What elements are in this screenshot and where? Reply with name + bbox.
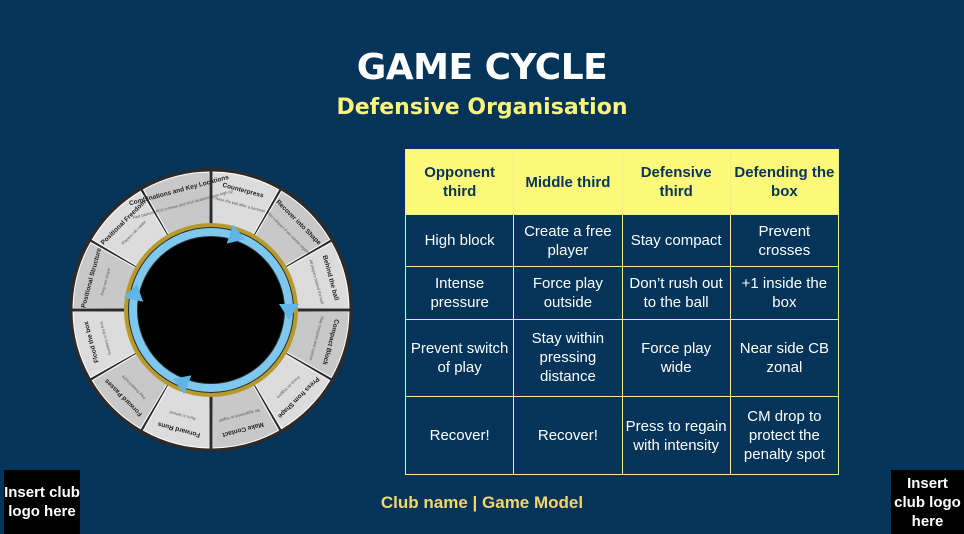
table-cell: Near side CB zonal: [729, 318, 840, 398]
table-header-row: Opponent third Middle third Defensive th…: [404, 149, 840, 215]
table-row: High block Create a free player Stay com…: [404, 213, 840, 268]
logo-placeholder-text: Insert club logo here: [894, 474, 961, 530]
table-cell: Force play outside: [513, 266, 623, 320]
table-cell: CM drop to protect the penalty spot: [729, 396, 840, 475]
table-cell: Prevent crosses: [729, 213, 840, 268]
cycle-arrow-icon: [226, 224, 246, 244]
table-cell: Press to regain with intensity: [621, 396, 731, 475]
logo-placeholder-text: Insert club logo here: [4, 484, 80, 520]
header-opponent-third: Opponent third: [404, 149, 515, 215]
defensive-organisation-table: Opponent third Middle third Defensive th…: [404, 149, 840, 475]
header-middle-third: Middle third: [513, 149, 623, 215]
table-cell: Recover!: [404, 396, 515, 475]
page-subtitle: Defensive Organisation: [336, 95, 628, 120]
table-cell: Don’t rush out to the ball: [621, 266, 731, 320]
table-cell: Intense pressure: [404, 266, 515, 320]
cycle-arrow-icon: [172, 375, 192, 394]
table-row: Recover! Recover! Press to regain with i…: [404, 396, 840, 475]
header-defending-box: Defending the box: [729, 149, 840, 215]
wheel-center: [138, 237, 284, 383]
table-cell: Prevent switch of play: [404, 318, 515, 398]
table-cell: Force play wide: [621, 318, 731, 398]
footer-club-game-model: Club name | Game Model: [380, 493, 584, 512]
page-title: GAME CYCLE: [356, 47, 608, 88]
cycle-arrow-icon: [123, 284, 144, 302]
wheel-gold-ring: [124, 223, 298, 397]
table-cell: Stay compact: [621, 213, 731, 268]
table-cell: Stay within pressing distance: [513, 318, 623, 398]
table-row: Prevent switch of play Stay within press…: [404, 318, 840, 398]
table-cell: Create a free player: [513, 213, 623, 268]
table-cell: +1 inside the box: [729, 266, 840, 320]
table-row: Intense pressure Force play outside Don’…: [404, 266, 840, 320]
table-cell: Recover!: [513, 396, 623, 475]
cycle-arrow-icon: [279, 304, 299, 320]
header-defensive-third: Defensive third: [621, 149, 731, 215]
table-cell: High block: [404, 213, 515, 268]
club-logo-placeholder-left: Insert club logo here: [4, 470, 80, 534]
wheel-segment-text: Runs in behind: [169, 410, 196, 422]
club-logo-placeholder-right: Insert club logo here: [891, 470, 964, 534]
